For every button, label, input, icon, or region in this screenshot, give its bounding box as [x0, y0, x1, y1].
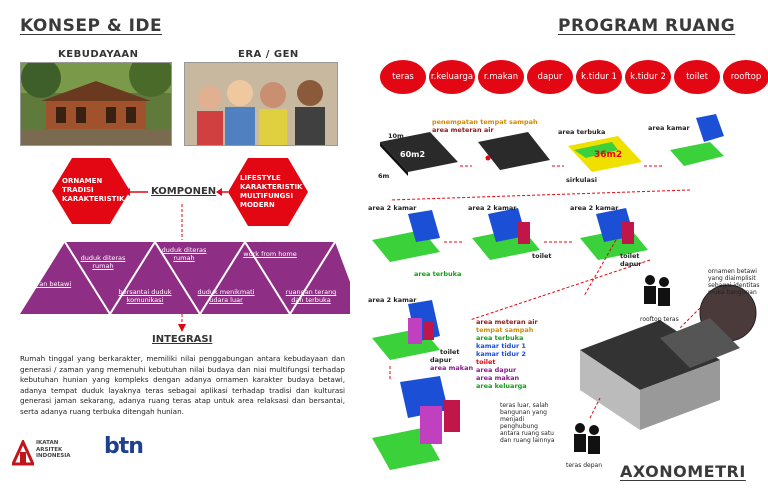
label-kamar: area kamar — [648, 124, 690, 132]
iai-line-1: ARSITEK — [36, 446, 63, 453]
label-dapur-a: dapur — [620, 260, 642, 268]
tri-label-4: duduk menikmati udara luar — [197, 288, 255, 304]
photo2-caption: ERA / GEN — [238, 49, 299, 60]
tri-label-2: bersantai duduk komunikasi — [118, 288, 172, 304]
tri-label-3: duduk diteras rumah — [161, 246, 207, 262]
program-steps — [372, 114, 724, 470]
tri-label-1: duduk diteras rumah — [80, 254, 126, 270]
label-toilet-c: toilet — [440, 348, 460, 356]
house-illustration — [21, 63, 171, 145]
room-tidur1: k.tidur 1 — [576, 60, 622, 94]
room-rooftop: rooftop — [723, 60, 768, 94]
note-depan: teras depan — [566, 462, 603, 469]
legend-7: area makan — [476, 374, 520, 382]
dim-10m: 10m — [388, 132, 404, 140]
legend-6: area dapur — [476, 366, 517, 374]
iai-line-2: INDONESIA — [36, 453, 71, 459]
legend-0: area meteran air — [476, 318, 538, 326]
tradition-hexagon: ORNAMEN TRADISI KARAKTERISTIK — [52, 158, 130, 224]
label-2kamar-a: area 2 kamar — [368, 204, 417, 212]
connector-dashed — [583, 240, 617, 297]
legend-2: area terbuka — [476, 334, 524, 342]
btn-logo: btn — [104, 434, 144, 459]
area-60: 60m2 — [400, 150, 426, 159]
legend-4: kamar tidur 2 — [476, 350, 526, 358]
room-makan: r.makan — [478, 60, 524, 94]
label-2kamar-d: area 2 kamar — [368, 296, 417, 304]
tri-label-0: ukiran betawi — [26, 280, 72, 288]
generation-photo — [184, 62, 338, 146]
label-2kamar-c: area 2 kamar — [570, 204, 619, 212]
room-tidur2: k.tidur 2 — [625, 60, 671, 94]
axonometri-title: AXONOMETRI — [620, 462, 746, 481]
hex-right-list: LIFESTYLE KARAKTERISTIK MULTIFUNGSI MODE… — [240, 174, 302, 210]
dim-6m: 6m — [378, 172, 390, 180]
hexagon-shape-right — [228, 158, 308, 226]
concept-arrows — [124, 188, 228, 332]
legend-8: area keluarga — [476, 382, 527, 390]
note-rooftop: rooftop teras — [640, 316, 679, 323]
iai-line-0: IKATAN — [36, 440, 59, 446]
legend-3: kamar tidur 1 — [476, 342, 526, 350]
people-illustration — [185, 63, 337, 145]
hex-right-item-2: MULTIFUNGSI — [240, 192, 294, 200]
area-36: 36m2 — [594, 150, 623, 160]
hex-right-item-0: LIFESTYLE — [240, 174, 281, 182]
tri-label-5: work from home — [243, 250, 297, 258]
photo1-caption: KEBUDAYAAN — [58, 49, 139, 60]
integrasi-label: INTEGRASI — [152, 334, 213, 345]
note-teras: teras luar, salah bangunan yang menjadi … — [500, 402, 555, 444]
room-toilet: toilet — [674, 60, 720, 94]
hex-left-item-0: ORNAMEN — [62, 177, 103, 185]
label-terbuka: area terbuka — [558, 128, 606, 136]
room-dapur: dapur — [527, 60, 573, 94]
label-2kamar-b: area 2 kamar — [468, 204, 517, 212]
room-teras: teras — [380, 60, 426, 94]
label-meteran: area meteran air — [432, 126, 494, 134]
hex-right-item-1: KARAKTERISTIK — [240, 183, 303, 191]
triangle-band — [20, 242, 350, 314]
label-makan: area makan — [430, 364, 474, 372]
legend-5: toilet — [476, 358, 496, 366]
betawi-house-photo — [20, 62, 172, 146]
label-terbuka-2: area terbuka — [414, 270, 462, 278]
modern-hexagon: LIFESTYLE KARAKTERISTIK MULTIFUNGSI MODE… — [228, 158, 308, 226]
label-toilet-a: toilet — [532, 252, 552, 260]
tri-label-6: ruangan terang dan terbuka — [285, 288, 337, 304]
hex-left-list: ORNAMEN TRADISI KARAKTERISTIK — [62, 177, 124, 204]
iai-emblem-icon — [12, 440, 34, 466]
iai-logo: IKATAN ARSITEK INDONESIA — [12, 440, 92, 470]
legend-1: tempat sampah — [476, 326, 534, 334]
label-sirkulasi: sirkulasi — [566, 176, 597, 184]
label-toilet-b: toilet — [620, 252, 640, 260]
color-legend: area meteran air tempat sampah area terb… — [476, 318, 538, 390]
konsep-title: KONSEP & IDE — [20, 16, 163, 36]
komponen-label: KOMPONEN — [151, 186, 217, 197]
concept-description: Rumah tinggal yang berkarakter, memiliki… — [20, 354, 345, 416]
hex-right-item-3: MODERN — [240, 201, 275, 209]
program-title: PROGRAM RUANG — [558, 16, 736, 36]
hex-left-item-1: TRADISI — [62, 186, 94, 194]
room-list: teras r.keluarga r.makan dapur k.tidur 1… — [380, 60, 768, 94]
room-keluarga: r.keluarga — [429, 60, 475, 94]
label-sampah: penempatan tempat sampah — [432, 118, 538, 126]
hex-left-item-2: KARAKTERISTIK — [62, 195, 125, 203]
label-dapur-b: dapur — [430, 356, 452, 364]
hexagon-shape-left — [52, 158, 130, 224]
note-ornamen: ornamen betawi yang diaimplisit sebagai … — [708, 268, 760, 296]
axonometric-building — [574, 275, 757, 454]
